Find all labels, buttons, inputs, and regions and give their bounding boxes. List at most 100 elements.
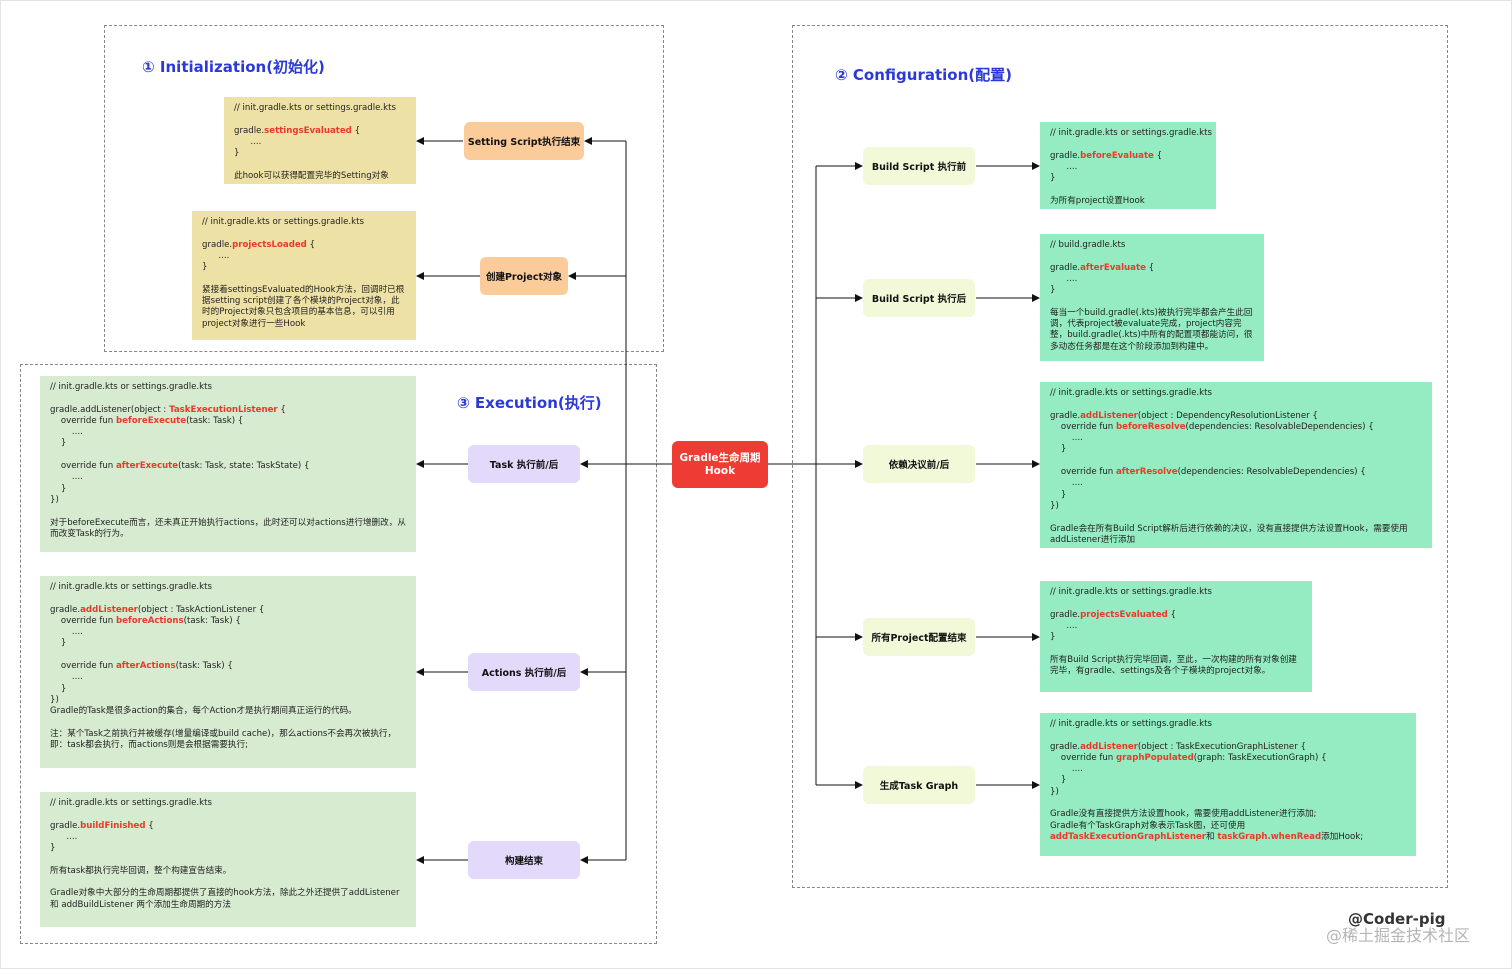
note-description: 每当一个build.gradle(.kts)被执行完毕都会产生此回调，代表pro… [1050,307,1253,352]
actions-node[interactable]: Actions 执行前/后 [468,653,580,691]
note-comment: // init.gradle.kts or settings.gradle.kt… [1050,719,1212,729]
note-description: Gradle会在所有Build Script解析后进行依赖的决议，没有直接提供方… [1050,523,1408,545]
after-evaluate-note: // build.gradle.kts gradle.afterEvaluate… [1040,234,1264,361]
note-code-line: .... [1050,620,1078,631]
before-evaluate-note: // init.gradle.kts or settings.gradle.kt… [1040,122,1216,209]
task-graph-node[interactable]: 生成Task Graph [863,766,975,804]
note-remark: Gradle对象中大部分的生命周期都提供了直接的hook方法，除此之外还提供了a… [50,888,400,910]
note-description: 此hook可以获得配置完毕的Setting对象 [234,170,389,181]
initialization-group [104,25,664,352]
note-code-line: } [1050,632,1056,643]
note-code-line: } [1050,489,1067,500]
settings-evaluated-note: // init.gradle.kts or settings.gradle.kt… [224,97,416,184]
note-code-line: } [234,148,240,159]
note-description: 所有Build Script执行完毕回调，至此，一次构建的所有对象创建完毕，有g… [1050,654,1297,677]
note-code-line: .... [50,831,78,842]
note-code-line: } [1050,775,1067,786]
site-watermark: @稀土掘金技术社区 [1326,926,1471,945]
note-code-line: gradle.addListener(object : TaskActionLi… [50,604,265,615]
note-code-line: gradle.projectsEvaluated { [1050,609,1176,620]
note-description: Gradle的Task是很多action的集合，每个Action才是执行期间真正… [50,706,357,717]
note-code-line: .... [1050,764,1083,775]
note-description: addTaskExecutionGraphListener和 taskGraph… [1050,831,1364,842]
projects-evaluated-note: // init.gradle.kts or settings.gradle.kt… [1040,581,1312,692]
note-code-line: override fun afterActions(task: Task) { [50,661,233,672]
note-code-line: } [202,262,208,273]
note-code-line: override fun beforeResolve(dependencies:… [1050,421,1374,432]
build-finished-node[interactable]: 构建结束 [468,841,580,879]
lifecycle-hook-subtitle: Hook [704,464,736,477]
note-code-line: override fun afterExecute(task: Task, st… [50,461,310,472]
note-code-line: .... [234,136,262,147]
build-finished-note: // init.gradle.kts or settings.gradle.kt… [40,792,416,927]
note-code-line: } [50,843,56,854]
note-code-line: }) [1050,500,1059,511]
before-build-script-node[interactable]: Build Script 执行前 [863,147,975,185]
execution-title: ③ Execution(执行) [457,394,602,412]
projects-loaded-note: // init.gradle.kts or settings.gradle.kt… [192,211,416,340]
note-code-line: .... [1050,478,1083,489]
note-comment: // init.gradle.kts or settings.gradle.kt… [202,217,364,227]
note-code-line: override fun graphPopulated(graph: TaskE… [1050,752,1327,763]
note-description: 对于beforeExecute而言，还未真正开始执行actions，此时还可以对… [50,517,406,539]
note-comment: // init.gradle.kts or settings.gradle.kt… [1050,388,1212,398]
note-code-line: } [50,638,67,649]
configuration-title: ② Configuration(配置) [835,66,1012,84]
note-code-line: gradle.beforeEvaluate { [1050,150,1163,161]
note-code-line: .... [1050,433,1083,444]
author-watermark: @Coder-pig [1348,910,1446,928]
lifecycle-hook-title: Gradle生命周期 [679,451,761,464]
note-code-line: } [1050,173,1056,184]
note-code-line: } [50,438,67,449]
execution-group [20,364,657,944]
note-code-line: .... [1050,161,1078,172]
note-description: 为所有project设置Hook [1050,195,1145,206]
after-build-script-node[interactable]: Build Script 执行后 [863,279,975,317]
note-code-line: } [50,683,67,694]
create-project-node[interactable]: 创建Project对象 [480,257,568,295]
note-code-line: } [1050,285,1056,296]
note-code-line: gradle.buildFinished { [50,820,154,831]
note-code-line: }) [50,694,59,705]
note-code-line: override fun beforeActions(task: Task) { [50,615,241,626]
task-execution-listener-note: // init.gradle.kts or settings.gradle.kt… [40,376,416,552]
note-code-line: .... [50,472,83,483]
note-code-line: .... [50,627,83,638]
note-code-line: } [1050,444,1067,455]
note-code-line: gradle.afterEvaluate { [1050,262,1155,273]
projects-configured-node[interactable]: 所有Project配置结束 [863,618,975,656]
note-description: 紧接着settingsEvaluated的Hook方法，回调时已根据settin… [202,284,405,329]
note-code-line: .... [1050,273,1078,284]
task-node[interactable]: Task 执行前/后 [468,445,580,483]
note-code-line: gradle.projectsLoaded { [202,239,316,250]
dependency-resolve-node[interactable]: 依赖决议前/后 [863,445,975,483]
lifecycle-hook-node[interactable]: Gradle生命周期 Hook [672,441,768,488]
note-code-line: override fun afterResolve(dependencies: … [1050,467,1366,478]
note-description: Gradle有个TaskGraph对象表示Task图，还可使用 [1050,820,1246,831]
note-comment: // init.gradle.kts or settings.gradle.kt… [50,382,212,392]
note-code-line: gradle.addListener(object : DependencyRe… [1050,410,1318,421]
note-comment: // init.gradle.kts or settings.gradle.kt… [1050,128,1212,138]
note-description: Gradle没有直接提供方法设置hook，需要使用addListener进行添加… [1050,809,1317,820]
note-code-line: }) [50,494,59,505]
note-code-line: .... [50,672,83,683]
note-comment: // init.gradle.kts or settings.gradle.kt… [234,103,396,113]
note-code-line: gradle.addListener(object : TaskExecutio… [1050,741,1306,752]
note-code-line: .... [50,427,83,438]
note-comment: // init.gradle.kts or settings.gradle.kt… [1050,587,1212,597]
setting-script-node[interactable]: Setting Script执行结束 [464,122,584,160]
task-graph-listener-note: // init.gradle.kts or settings.gradle.kt… [1040,713,1416,856]
note-description: 所有task都执行完毕回调，整个构建宣告结束。 [50,865,232,876]
note-code-line: gradle.settingsEvaluated { [234,125,361,136]
dependency-resolution-listener-note: // init.gradle.kts or settings.gradle.kt… [1040,382,1432,548]
note-code-line: gradle.addListener(object : TaskExecutio… [50,404,286,415]
initialization-title: ① Initialization(初始化) [142,58,325,76]
task-action-listener-note: // init.gradle.kts or settings.gradle.kt… [40,576,416,768]
note-code-line: }) [1050,786,1059,797]
note-code-line: .... [202,250,230,261]
note-comment: // init.gradle.kts or settings.gradle.kt… [50,798,212,808]
note-remark: 注：某个Task之前执行并被缓存(增量编译或build cache)，那么act… [50,728,397,751]
note-code-line: } [50,483,67,494]
note-comment: // init.gradle.kts or settings.gradle.kt… [50,582,212,592]
